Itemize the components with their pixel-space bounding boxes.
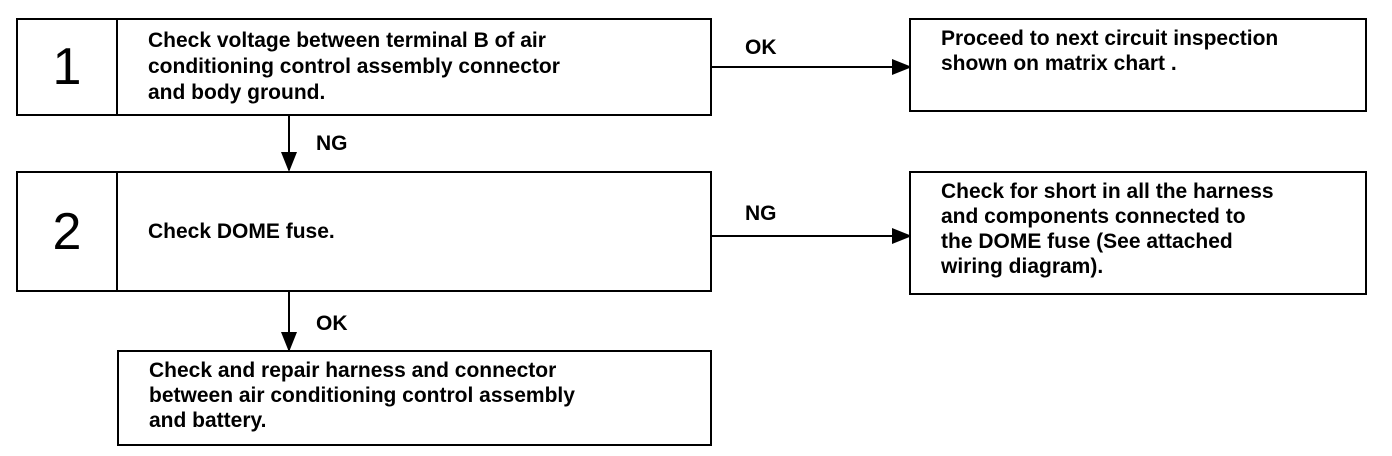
step-1-ok-result-box: Proceed to next circuit inspection shown… — [909, 18, 1367, 112]
step-1-ok-label: OK — [745, 36, 777, 59]
step-1-ng-label: NG — [316, 132, 348, 155]
step-2-box: 2 Check DOME fuse. — [16, 171, 712, 292]
step-1-text: Check voltage between terminal B of air … — [148, 29, 560, 104]
step-1-number: 1 — [18, 20, 118, 114]
step-1-box: 1 Check voltage between terminal B of ai… — [16, 18, 712, 116]
step-2-ng-result-text: Check for short in all the harness and c… — [941, 180, 1274, 278]
final-action-text: Check and repair harness and connector b… — [149, 359, 575, 432]
step-2-number: 2 — [18, 173, 118, 290]
step-2-ok-label: OK — [316, 312, 348, 335]
step-2-ng-label: NG — [745, 202, 777, 225]
step-1-ok-result-text: Proceed to next circuit inspection shown… — [941, 27, 1279, 75]
step-2-text: Check DOME fuse. — [148, 219, 335, 243]
final-action-box: Check and repair harness and connector b… — [117, 350, 712, 446]
step-2-ng-result-box: Check for short in all the harness and c… — [909, 171, 1367, 295]
